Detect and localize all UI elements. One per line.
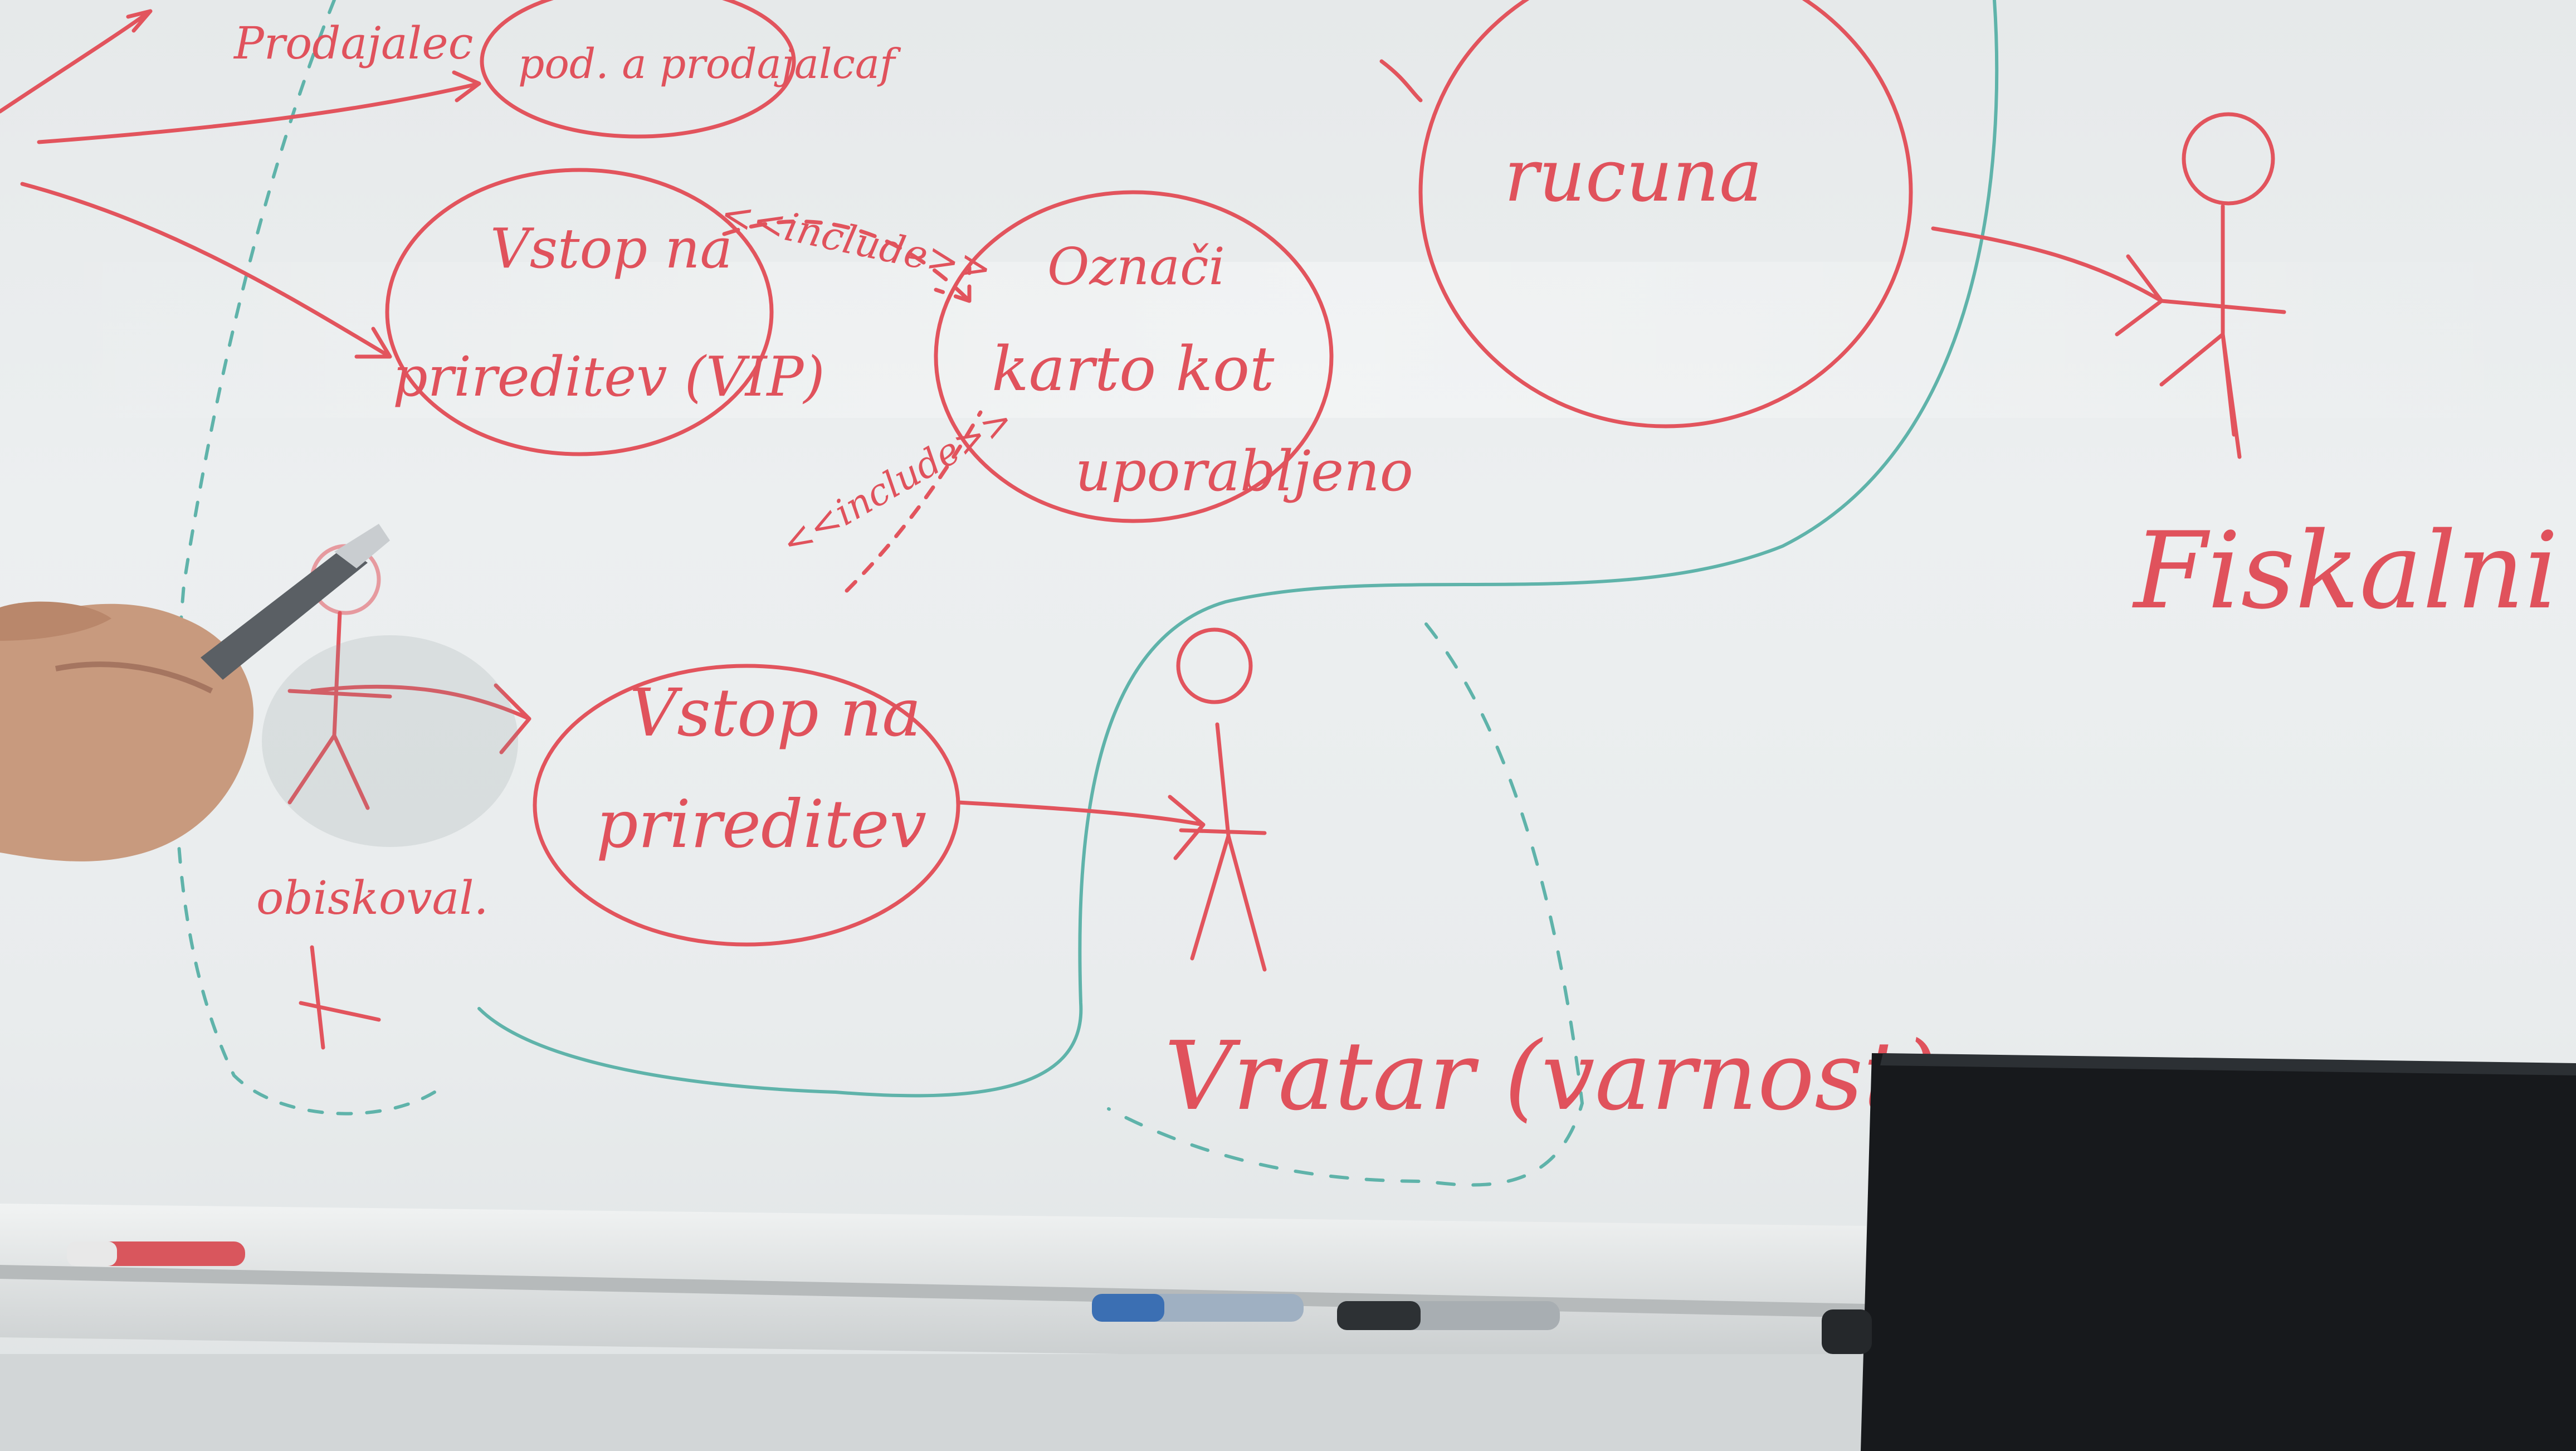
use-case-oznaci-line1: Označi (1047, 237, 1225, 296)
actor-boundary-left (174, 0, 436, 1116)
actor-fiskalni-head (2182, 112, 2275, 206)
actor-vratar-head (1176, 627, 1253, 704)
actor-vratar[interactable] (1176, 627, 1267, 972)
marker-blue[interactable] (1092, 1294, 1304, 1322)
actor-obiskovalec-extra (299, 945, 381, 1050)
actor-boundary-vratar (1107, 622, 1584, 1187)
include-dashed-top (722, 219, 972, 303)
use-case-oznaci-line2: karto kot (992, 333, 1275, 405)
wall-below (0, 1354, 1866, 1451)
use-case-vstop-vip-line1: Vstop na (490, 217, 733, 281)
arrow-top-left-1 (0, 9, 153, 114)
presenter-hand (0, 601, 253, 861)
actor-fiskalni[interactable] (2159, 112, 2286, 459)
arrow-racuna-left (1379, 59, 1423, 103)
arrow-to-vratar (956, 795, 1206, 860)
use-case-vstop-vip-line2: prireditev (VIP) (393, 345, 825, 409)
use-case-vstop[interactable] (533, 664, 960, 947)
hand-shadow (262, 635, 518, 847)
arrow-to-vip (20, 182, 392, 359)
actor-vratar-body (1179, 722, 1267, 972)
pen-in-hand (201, 524, 390, 680)
arrow-to-vstop (310, 683, 531, 754)
top-left-label: Prodajalec (233, 17, 473, 69)
actor-obiskovalec-body (287, 611, 392, 810)
board-glare (0, 262, 2576, 418)
arrow-to-fiskalni (1931, 226, 2164, 337)
arrow-top-left-2 (37, 70, 481, 144)
use-case-pod-a-prodajalce[interactable] (480, 0, 796, 139)
use-case-racuna[interactable] (1418, 0, 1913, 429)
actor-fiskalni-body (2159, 204, 2286, 459)
use-case-oznaci-karto[interactable] (934, 190, 1334, 523)
include-label-left: <<include>> (774, 398, 1021, 565)
use-case-vstop-line2: prireditev (596, 786, 926, 863)
use-case-racuna-label: rucuna (1504, 133, 1763, 218)
include-dashed-left (845, 410, 983, 593)
actor-obiskovalec-label: obiskoval. (256, 872, 489, 925)
use-case-vstop-vip[interactable] (385, 168, 774, 456)
marker-red[interactable] (67, 1241, 245, 1266)
system-boundary (477, 0, 1999, 1098)
use-case-vstop-line1: Vstop na (630, 674, 921, 751)
marker-black[interactable] (1337, 1301, 1560, 1330)
actor-vratar-label: Vratar (varnost) (1164, 1021, 1938, 1132)
use-case-pod-a-prodajalce-label: pod. a prodajalcaf (518, 40, 901, 88)
actor-fiskalni-label: Fiskalni (2132, 509, 2558, 632)
use-case-oznaci-line3: uporabljeno (1075, 439, 1413, 504)
monitor (1822, 1053, 2576, 1451)
